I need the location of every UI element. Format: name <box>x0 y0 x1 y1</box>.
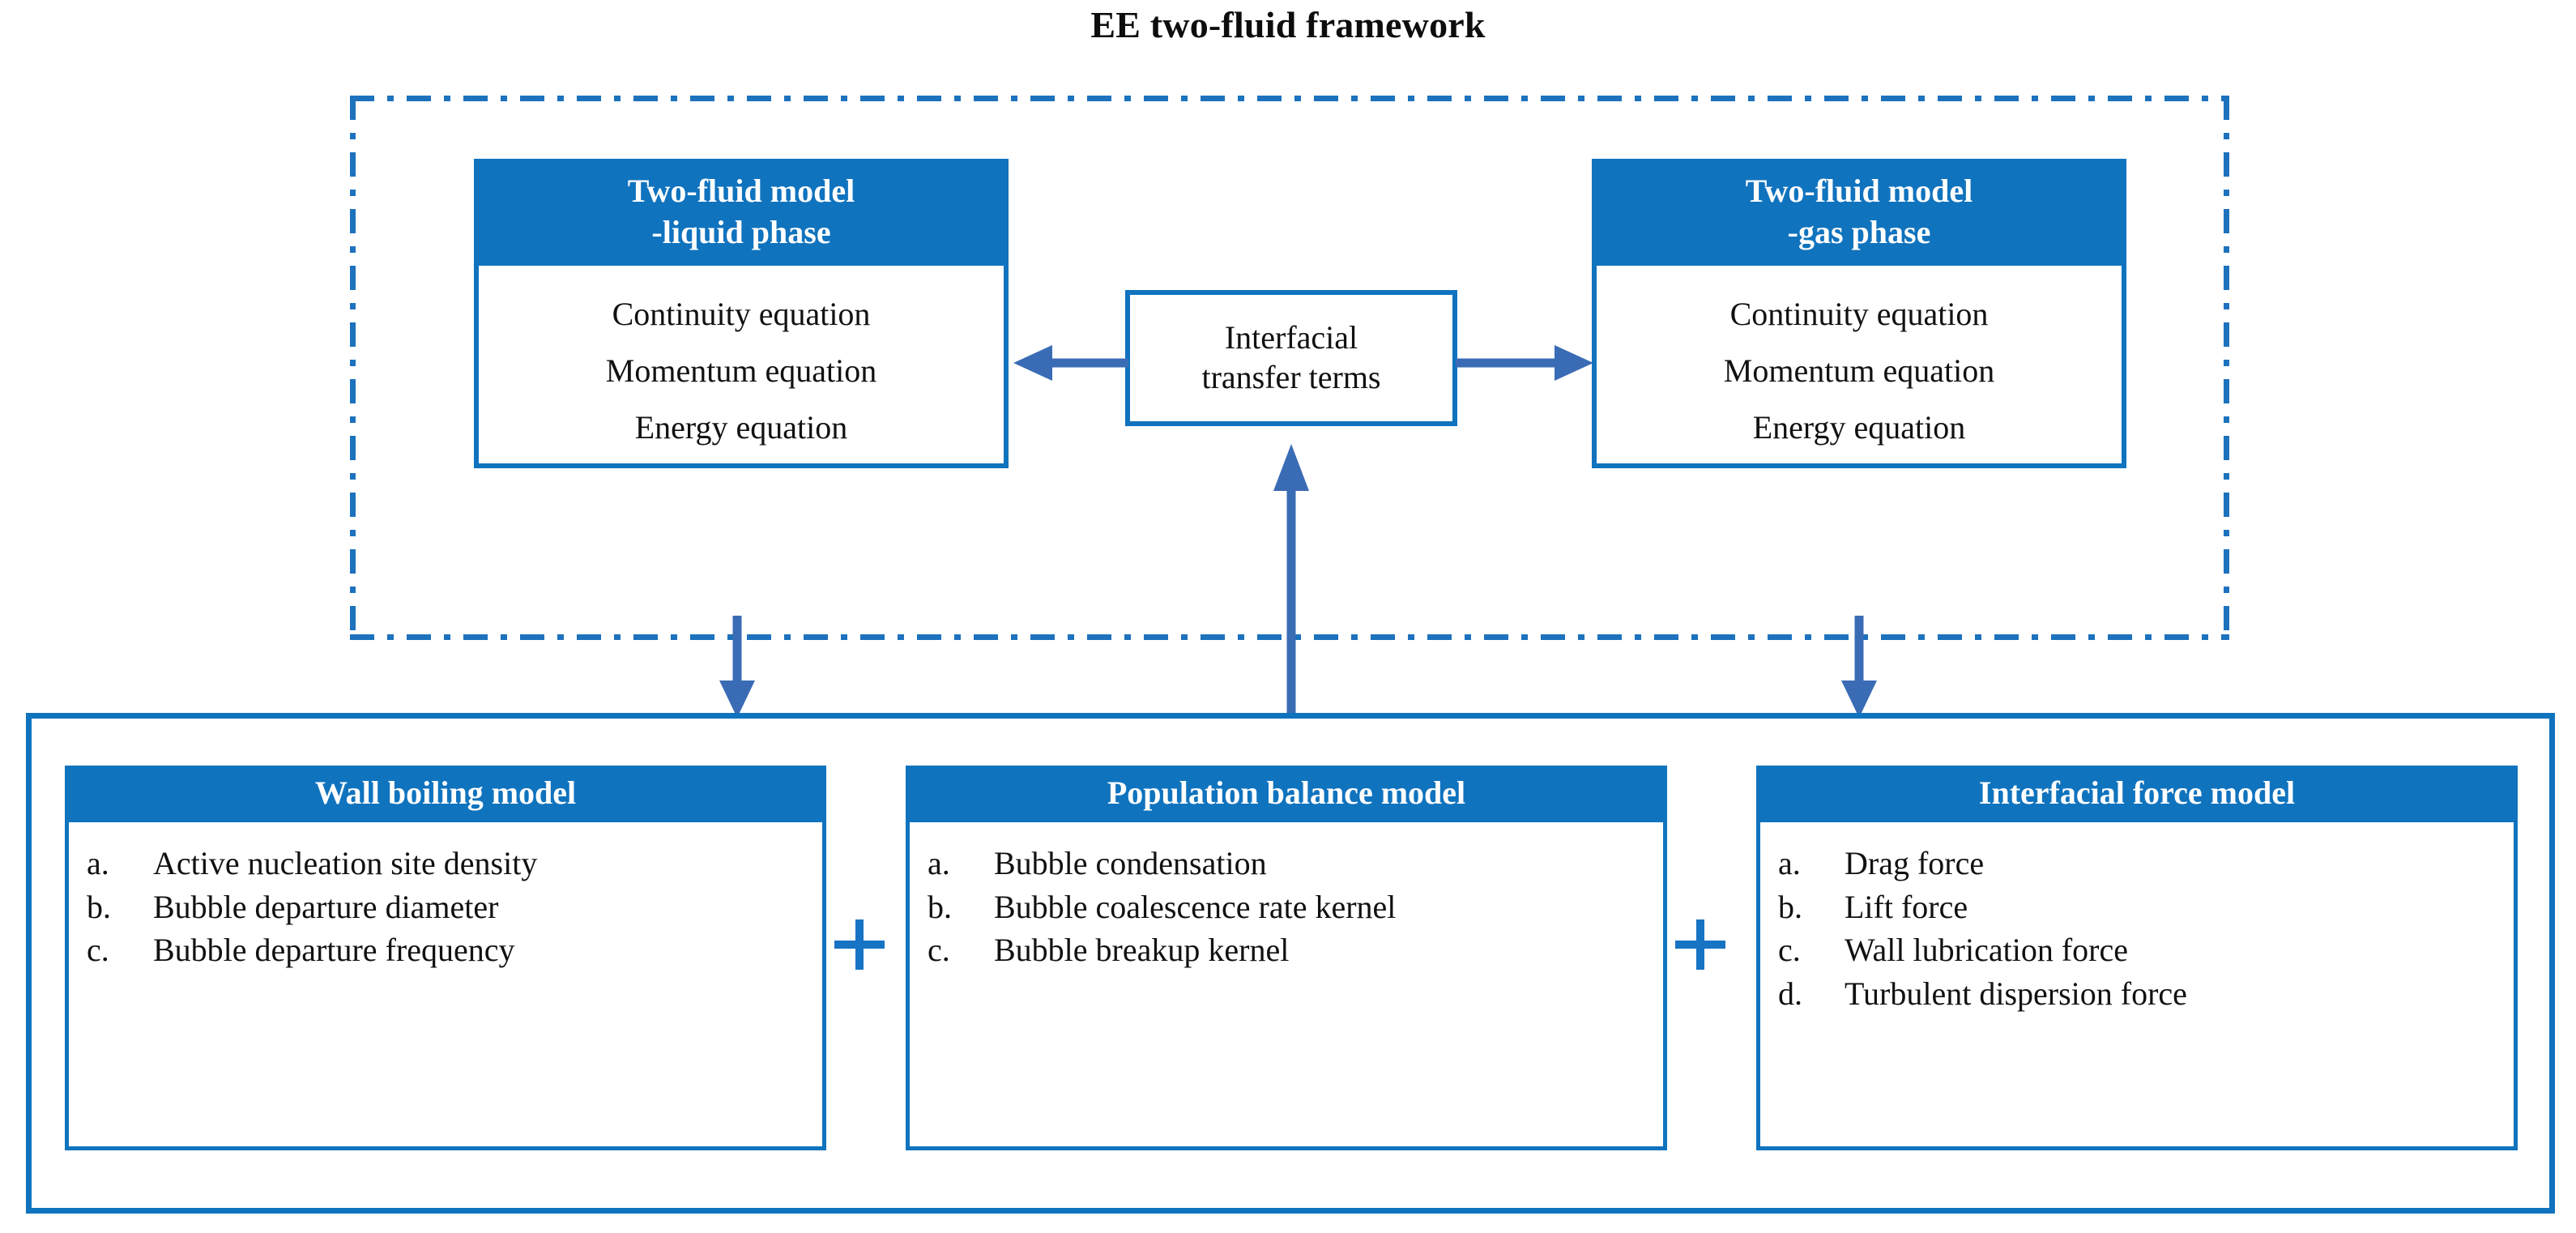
gas-equation-continuity: Continuity equation <box>1729 296 1989 333</box>
gas-phase-header-line1: Two-fluid model <box>1745 173 1973 209</box>
page-title: EE two-fluid framework <box>1090 4 1486 45</box>
list-marker: a. <box>928 845 950 881</box>
list-marker: a. <box>1778 845 1801 881</box>
list-marker: d. <box>1778 975 1802 1012</box>
wall-boiling-model-body: a. Active nucleation site density b. Bub… <box>65 822 826 1150</box>
interfacial-force-model-header: Interfacial force model <box>1756 766 2518 822</box>
interfacial-transfer-terms-box: Interfacial transfer terms <box>1125 290 1457 426</box>
wall-boiling-list: a. Active nucleation site density b. Bub… <box>87 843 809 971</box>
two-fluid-model-liquid-phase-box: Two-fluid model -liquid phase Continuity… <box>474 159 1009 469</box>
list-marker: b. <box>928 888 952 925</box>
dashdot-border-top <box>350 96 2229 101</box>
liquid-equation-continuity: Continuity equation <box>612 296 871 333</box>
list-item: a. Active nucleation site density <box>87 843 809 884</box>
interfacial-force-model-body: a. Drag force b. Lift force c. Wall lubr… <box>1756 822 2518 1150</box>
gas-phase-header: Two-fluid model -gas phase <box>1592 159 2126 267</box>
list-item-text: Active nucleation site density <box>153 845 538 881</box>
list-marker: c. <box>1778 932 1801 969</box>
liquid-phase-header: Two-fluid model -liquid phase <box>474 159 1009 267</box>
interfacial-force-list: a. Drag force b. Lift force c. Wall lubr… <box>1778 843 2501 1013</box>
list-item: d. Turbulent dispersion force <box>1778 974 2501 1014</box>
list-item: c. Bubble breakup kernel <box>928 930 1650 971</box>
dashdot-border-left <box>350 96 356 640</box>
wall-boiling-model-header: Wall boiling model <box>65 766 826 822</box>
plus-separator-1 <box>834 919 885 970</box>
list-item-text: Bubble condensation <box>994 845 1267 881</box>
gas-phase-header-line2: -gas phase <box>1787 214 1931 251</box>
list-marker: c. <box>87 932 109 969</box>
plus-separator-2 <box>1675 919 1725 970</box>
list-item: a. Drag force <box>1778 843 2501 884</box>
list-item-text: Bubble departure diameter <box>153 888 499 925</box>
gas-equation-momentum: Momentum equation <box>1723 352 1995 390</box>
list-marker: b. <box>1778 888 1802 925</box>
liquid-equation-energy: Energy equation <box>634 409 848 446</box>
liquid-phase-equations: Continuity equation Momentum equation En… <box>474 266 1009 469</box>
list-marker: a. <box>87 845 109 881</box>
liquid-equation-momentum: Momentum equation <box>605 352 877 390</box>
list-item: c. Wall lubrication force <box>1778 930 2501 971</box>
wall-boiling-model-box: Wall boiling model a. Active nucleation … <box>65 766 826 1150</box>
arrow-transfer-to-gas <box>1456 345 1593 381</box>
population-balance-model-body: a. Bubble condensation b. Bubble coalesc… <box>906 822 1667 1150</box>
plus-vertical-bar <box>855 919 864 970</box>
list-marker: c. <box>928 932 950 969</box>
transfer-line1: Interfacial <box>1224 319 1358 356</box>
list-item: b. Lift force <box>1778 887 2501 928</box>
list-item-text: Turbulent dispersion force <box>1845 975 2187 1012</box>
list-item-text: Bubble departure frequency <box>153 932 515 969</box>
list-item: c. Bubble departure frequency <box>87 930 809 971</box>
list-item-text: Drag force <box>1845 845 1985 881</box>
gas-equation-energy: Energy equation <box>1752 409 1966 446</box>
list-item: b. Bubble coalescence rate kernel <box>928 887 1650 928</box>
arrow-liquid-to-submodels <box>719 616 755 718</box>
list-item-text: Lift force <box>1845 888 1968 925</box>
list-marker: b. <box>87 888 111 925</box>
population-balance-model-box: Population balance model a. Bubble conde… <box>906 766 1667 1150</box>
population-balance-model-header: Population balance model <box>906 766 1667 822</box>
dashdot-border-right <box>2224 96 2229 640</box>
liquid-phase-header-line2: -liquid phase <box>651 214 831 251</box>
list-item-text: Bubble coalescence rate kernel <box>994 888 1397 925</box>
list-item-text: Bubble breakup kernel <box>994 932 1290 969</box>
arrow-submodels-to-transfer <box>1273 444 1309 721</box>
liquid-phase-header-line1: Two-fluid model <box>627 173 855 209</box>
arrow-gas-to-submodels <box>1841 616 1877 718</box>
gas-phase-equations: Continuity equation Momentum equation En… <box>1592 266 2126 469</box>
arrow-transfer-to-liquid <box>1013 345 1128 381</box>
interfacial-force-model-box: Interfacial force model a. Drag force b.… <box>1756 766 2518 1150</box>
two-fluid-model-gas-phase-box: Two-fluid model -gas phase Continuity eq… <box>1592 159 2126 469</box>
transfer-line2: transfer terms <box>1201 359 1381 395</box>
list-item: b. Bubble departure diameter <box>87 887 809 928</box>
list-item: a. Bubble condensation <box>928 843 1650 884</box>
plus-vertical-bar <box>1696 919 1704 970</box>
population-balance-list: a. Bubble condensation b. Bubble coalesc… <box>928 843 1650 971</box>
list-item-text: Wall lubrication force <box>1845 932 2128 969</box>
